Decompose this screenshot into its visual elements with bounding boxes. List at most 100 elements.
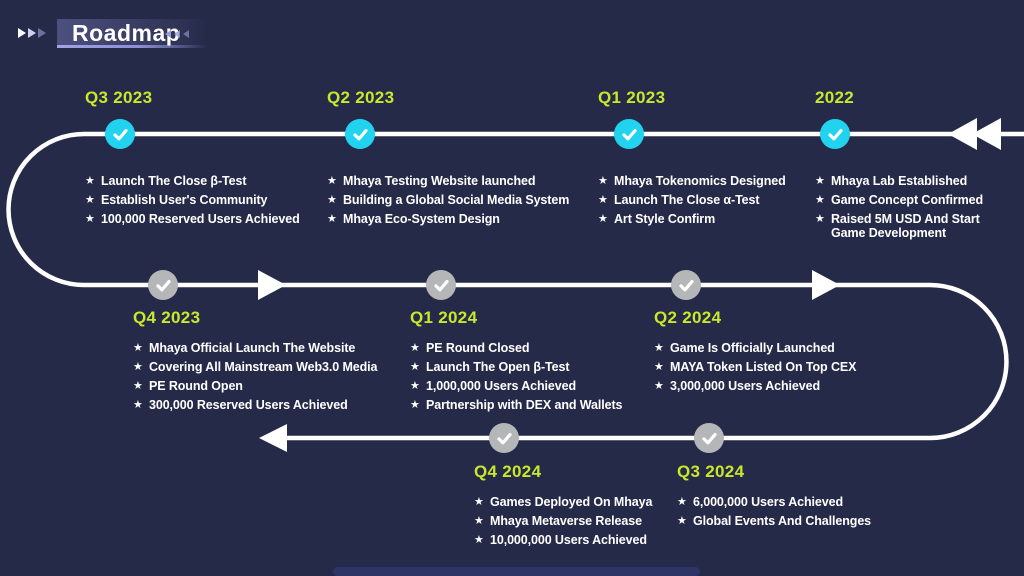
milestone-item-text: Raised 5M USD And Start Game Development [831, 212, 980, 240]
milestone-item-text: Mhaya Testing Website launched [343, 174, 536, 188]
check-icon [827, 128, 843, 140]
milestone-q2-2024: Q2 2024 ★ Game Is Officially Launched ★ MA… [654, 308, 856, 398]
milestone-item: ★ Establish User's Community [85, 193, 300, 207]
milestone-item: ★ Raised 5M USD And Start Game Developmen… [815, 212, 1015, 240]
check-icon [701, 432, 717, 444]
milestone-item: ★Mhaya Testing Website launched [327, 174, 569, 188]
milestone-label: Q2 2024 [654, 308, 722, 327]
node-2022 [820, 119, 850, 149]
milestone-item: ★ Mhaya Lab Established [815, 174, 1015, 188]
milestone-q4-2023: Q4 2023 ★Mhaya Official Launch The Websi… [133, 308, 378, 417]
milestone-items: ★Mhaya Tokenomics Designed ★Launch The C… [598, 174, 786, 226]
check-icon [352, 128, 368, 140]
milestone-item-text: 6,000,000 Users Achieved [693, 495, 844, 509]
milestone-item: ★ Art Style Confirm [598, 212, 786, 226]
milestone-items: ★Launch The Close β-Test ★ Establish User… [85, 174, 300, 226]
star-icon: ★ [85, 213, 95, 225]
milestone-item-text: 3,000,000 Users Achieved [670, 379, 821, 393]
milestone-item-text: Covering All Mainstream Web3.0 Media [149, 360, 378, 374]
star-icon: ★ [85, 194, 95, 206]
chevron-left-icon [174, 30, 180, 38]
milestone-item-text: MAYA Token Listed On Top CEX [670, 360, 857, 374]
milestone-label: Q1 2023 [598, 88, 666, 107]
star-icon: ★ [654, 342, 664, 354]
node-q4-2024 [489, 423, 519, 453]
milestone-item-text: Partnership with DEX and Wallets [426, 398, 623, 412]
milestone-item-text: 1,000,000 Users Achieved [426, 379, 577, 393]
star-icon: ★ [133, 361, 143, 373]
milestone-item: ★ 100,000 Reserved Users Achieved [85, 212, 300, 226]
node-q1-2023 [614, 119, 644, 149]
milestone-item-text: Game Is Officially Launched [670, 341, 835, 355]
milestone-item: ★Mhaya Official Launch The Website [133, 341, 377, 355]
title-box: Roadmap [57, 19, 207, 48]
milestone-item-text: Launch The Open β-Test [426, 360, 570, 374]
star-icon: ★ [410, 380, 420, 392]
milestone-item-text: 300,000 Reserved Users Achieved [149, 398, 348, 412]
milestone-item-text: Art Style Confirm [614, 212, 716, 226]
milestone-q1-2024: Q1 2024 ★PE Round Closed ★Launch The Ope… [410, 308, 622, 417]
bottom-accent-bar [333, 567, 700, 576]
milestone-item: ★Launch The Close α-Test [598, 193, 786, 207]
milestone-items: ★ Mhaya Lab Established ★ Game Concept Con… [815, 174, 1015, 240]
milestone-q3-2024: Q3 2024 ★ 6,000,000 Users Achieved ★Globa… [677, 462, 871, 533]
milestone-item-text: Launch The Close α-Test [614, 193, 760, 207]
chevron-left-icon [183, 30, 189, 38]
milestone-label: Q3 2024 [677, 462, 745, 481]
milestone-item-text: Game Concept Confirmed [831, 193, 983, 207]
milestone-item: ★Launch The Close β-Test [85, 174, 300, 188]
node-q4-2023 [148, 270, 178, 300]
node-q2-2023 [345, 119, 375, 149]
milestone-item: ★10,000,000 Users Achieved [474, 533, 652, 547]
star-icon: ★ [410, 342, 420, 354]
direction-arrow-right-icon [258, 270, 286, 300]
milestone-item: ★Mhaya Tokenomics Designed [598, 174, 786, 188]
star-icon: ★ [815, 175, 825, 187]
milestone-item-text: Mhaya Lab Established [831, 174, 968, 188]
milestone-label: Q3 2023 [85, 88, 153, 107]
star-icon: ★ [327, 194, 337, 206]
check-icon [112, 128, 128, 140]
milestone-item: ★PE Round Open [133, 379, 377, 393]
direction-arrow-left-icon [948, 118, 977, 150]
milestone-items: ★Games Deployed On Mhaya ★Mhaya Metavers… [474, 495, 652, 547]
milestone-item: ★ 300,000 Reserved Users Achieved [133, 398, 377, 412]
milestone-item-text: Building a Global Social Media System [343, 193, 570, 207]
milestone-item-text: Games Deployed On Mhaya [490, 495, 653, 509]
milestone-item: ★ Covering All Mainstream Web3.0 Media [133, 360, 378, 374]
chevron-left-icon [165, 30, 171, 38]
milestone-label: 2022 [815, 88, 855, 107]
milestone-q4-2024: Q4 2024 ★Games Deployed On Mhaya ★Mhaya … [474, 462, 652, 552]
milestone-item-text: 100,000 Reserved Users Achieved [101, 212, 300, 226]
star-icon: ★ [654, 361, 664, 373]
milestone-q2-2023: Q2 2023 ★Mhaya Testing Website launched … [327, 88, 569, 231]
milestone-item: ★ MAYA Token Listed On Top CEX [654, 360, 856, 374]
chevron-right-icon [38, 28, 46, 38]
milestone-items: ★ 6,000,000 Users Achieved ★Global Events… [677, 495, 871, 528]
milestone-item-text: PE Round Closed [426, 341, 530, 355]
milestone-item: ★ Building a Global Social Media System [327, 193, 569, 207]
milestone-item-text: Mhaya Official Launch The Website [149, 341, 356, 355]
milestone-item-text: Establish User's Community [101, 193, 268, 207]
star-icon: ★ [815, 194, 825, 206]
check-icon [155, 279, 171, 291]
star-icon: ★ [598, 213, 608, 225]
star-icon: ★ [815, 213, 825, 225]
star-icon: ★ [85, 175, 95, 187]
milestone-item: ★Launch The Open β-Test [410, 360, 622, 374]
milestone-label: Q2 2023 [327, 88, 395, 107]
star-icon: ★ [474, 515, 484, 527]
star-icon: ★ [677, 515, 687, 527]
timeline-path [6, 131, 1024, 441]
milestone-items: ★ Game Is Officially Launched ★ MAYA Token… [654, 341, 856, 393]
milestone-item: ★Partnership with DEX and Wallets [410, 398, 622, 412]
milestone-item-text: 10,000,000 Users Achieved [490, 533, 647, 547]
star-icon: ★ [474, 496, 484, 508]
milestone-item: ★Global Events And Challenges [677, 514, 871, 528]
star-icon: ★ [133, 399, 143, 411]
title-underline [57, 45, 207, 48]
milestone-items: ★Mhaya Testing Website launched ★ Buildin… [327, 174, 569, 226]
milestone-item: ★ PE Round Closed [410, 341, 622, 355]
